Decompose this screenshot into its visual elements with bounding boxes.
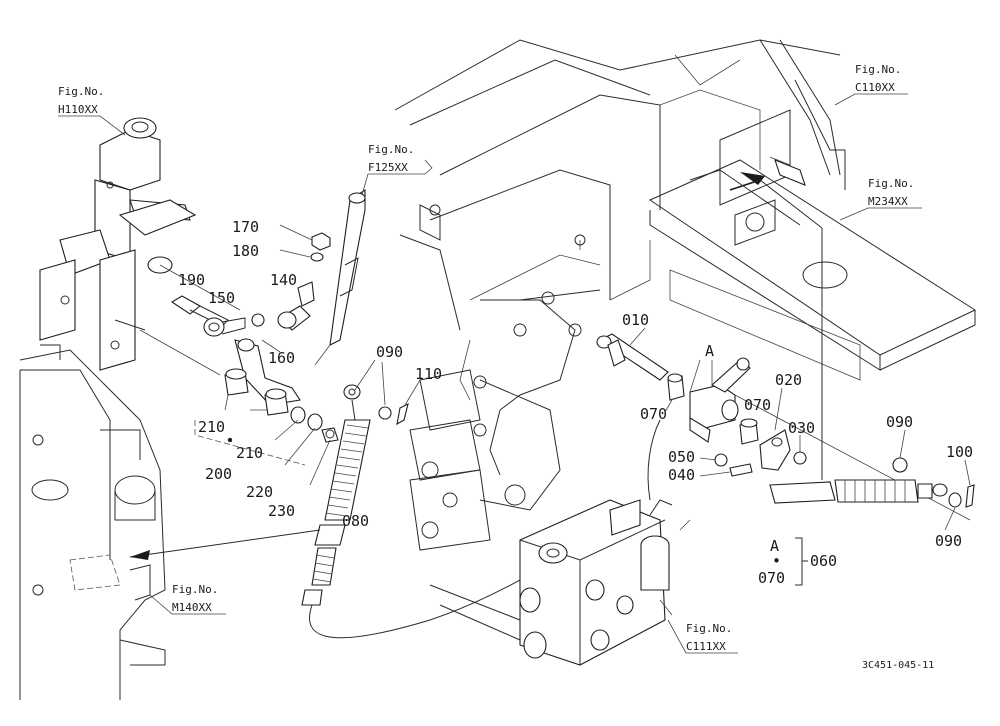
fig-m234-code: M234XX xyxy=(868,195,908,208)
part-label-a: A xyxy=(705,342,714,360)
part-label-020: 020 xyxy=(775,371,802,389)
part-label-230: 230 xyxy=(268,502,295,520)
cable-080 xyxy=(301,359,641,639)
fig-c111-prefix: Fig.No. xyxy=(686,622,732,635)
fig-f125-prefix: Fig.No. xyxy=(368,143,414,156)
right-linkage xyxy=(596,169,975,531)
control-valve xyxy=(429,499,691,666)
part-label-100: 100 xyxy=(946,443,973,461)
figure-ref-m140[interactable]: Fig.No. M140XX xyxy=(149,583,226,615)
figure-ref-c111[interactable]: Fig.No. C111XX xyxy=(667,619,738,654)
part-label-090-b: 090 xyxy=(886,413,913,431)
part-label-090-a: 090 xyxy=(376,343,403,361)
part-label-190: 190 xyxy=(178,271,205,289)
callout-letter: A xyxy=(770,537,779,555)
part-label-200: 200 xyxy=(205,465,232,483)
part-label-040: 040 xyxy=(668,466,695,484)
part-label-030: 030 xyxy=(788,419,815,437)
figure-ref-h110[interactable]: Fig.No. H110XX xyxy=(58,85,126,136)
reference-arrows xyxy=(129,172,823,560)
callout-part: 070 xyxy=(758,569,785,587)
part-labels: 170 180 190 150 140 160 210 210 200 220 … xyxy=(178,218,973,550)
callout-ref: 060 xyxy=(810,552,837,570)
left-linkage-assembly xyxy=(39,117,241,376)
fig-f125-code: F125XX xyxy=(368,161,408,174)
fig-c110-prefix: Fig.No. xyxy=(855,63,901,76)
part-label-150: 150 xyxy=(208,289,235,307)
fig-h110-code: H110XX xyxy=(58,103,98,116)
callout-dot: • xyxy=(772,552,781,570)
figure-ref-f125[interactable]: Fig.No. F125XX xyxy=(361,143,433,196)
part-label-210-b: 210 xyxy=(236,444,263,462)
fig-c111-code: C111XX xyxy=(686,640,726,653)
part-label-080: 080 xyxy=(342,512,369,530)
part-label-180: 180 xyxy=(232,242,259,260)
part-label-220: 220 xyxy=(246,483,273,501)
part-label-010: 010 xyxy=(622,311,649,329)
figure-ref-c110[interactable]: Fig.No. C110XX xyxy=(834,63,908,106)
leader-lines xyxy=(664,359,731,477)
catalog-number: 3C451-045-11 xyxy=(862,660,934,671)
callout-bracket: A • 070 060 xyxy=(758,537,837,587)
fig-m140-code: M140XX xyxy=(172,601,212,614)
part-label-210-a: 210 xyxy=(198,418,225,436)
part-label-110: 110 xyxy=(415,365,442,383)
part-label-070-b: 070 xyxy=(744,396,771,414)
part-label-140: 140 xyxy=(270,271,297,289)
figure-ref-m234[interactable]: Fig.No. M234XX xyxy=(839,177,922,221)
fig-c110-code: C110XX xyxy=(855,81,895,94)
fig-m140-prefix: Fig.No. xyxy=(172,583,218,596)
small-parts-group xyxy=(170,188,366,486)
fig-m234-prefix: Fig.No. xyxy=(868,177,914,190)
part-label-160: 160 xyxy=(268,349,295,367)
part-label-170: 170 xyxy=(232,218,259,236)
part-label-070-a: 070 xyxy=(640,405,667,423)
fig-h110-prefix: Fig.No. xyxy=(58,85,104,98)
part-label-050: 050 xyxy=(668,448,695,466)
frame-housing xyxy=(19,39,977,700)
part-label-090-c: 090 xyxy=(935,532,962,550)
